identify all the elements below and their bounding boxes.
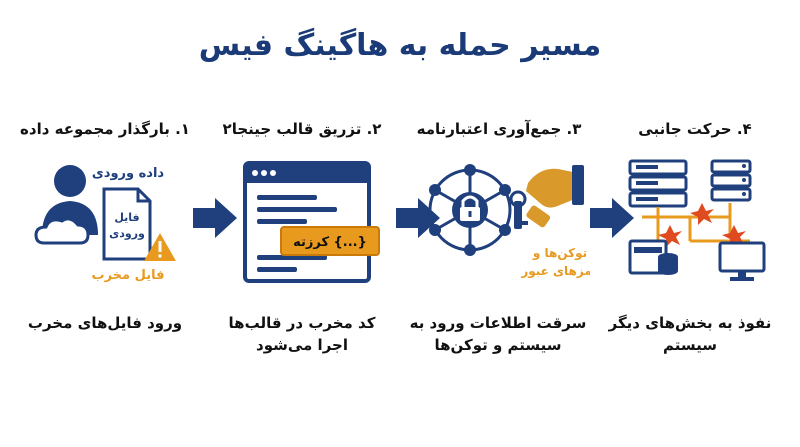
malicious-file-label: فایل مخرب (92, 268, 165, 283)
step-1-title: ۱. بارگذار مجموعه داده (20, 120, 190, 138)
server-icon (710, 159, 752, 202)
tokens-label-line2: رمزهای عبور (520, 264, 590, 279)
arrow-right-icon (590, 198, 634, 238)
step-4-description: نفوذ به بخش‌های دیگر سیستم (608, 314, 772, 354)
step-1-description: ورود فایل‌های مخرب (27, 314, 183, 332)
page-title: مسیر حمله به هاگینگ فیس (198, 28, 602, 63)
step-3-title: ۳. جمع‌آوری اعتبارنامه (416, 120, 582, 138)
step-4-illustration (610, 155, 790, 285)
step-2-title: ۲. تزریق قالب جینجا۲ (222, 120, 382, 138)
step-4-title: ۴. حرکت جانبی (638, 120, 752, 138)
hand-icon (526, 165, 584, 208)
step-1-illustration: داده ورودی فایل ورودی فایل مخرب (20, 155, 200, 285)
tokens-label-line1: توکن‌ها و (532, 246, 587, 261)
document-icon: فایل ورودی (102, 187, 152, 261)
key-icon (509, 190, 551, 229)
step-3-illustration: توکن‌ها و رمزهای عبور (410, 155, 599, 285)
database-icon (628, 239, 678, 275)
browser-window-icon (243, 161, 371, 283)
code-label: {...} کرزته (293, 235, 367, 250)
warning-icon (144, 233, 176, 261)
step-2-description: کد مخرب در قالب‌ها اجرا می‌شود (228, 314, 376, 354)
step-3-description: سرقت اطلاعات ورود به سیستم و توکن‌ها (409, 314, 587, 354)
lock-icon (460, 195, 480, 221)
arrow-right-icon (193, 198, 237, 238)
input-data-label: داده ورودی (92, 166, 165, 181)
code-badge (280, 226, 380, 256)
server-icon (628, 159, 688, 208)
file-label-line1: فایل (114, 211, 139, 224)
cloud-icon (34, 217, 90, 245)
file-label-line2: ورودی (109, 227, 145, 240)
monitor-icon (718, 241, 766, 281)
step-2-illustration: {...} کرزته (213, 155, 393, 285)
